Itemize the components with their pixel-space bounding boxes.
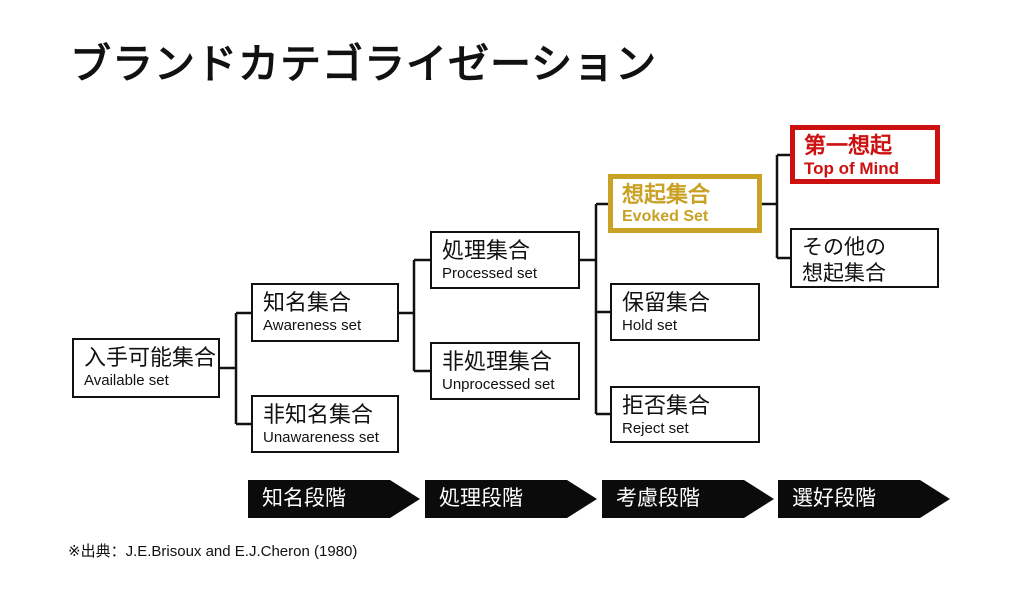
- node-label-en: Available set: [84, 372, 169, 390]
- stage-arrow-awareness: 知名段階: [248, 480, 420, 518]
- node-label-en: Awareness set: [263, 317, 362, 335]
- connector-evoked-children: [762, 153, 790, 260]
- node-label-en: Processed set: [442, 265, 538, 283]
- node-label-en: Reject set: [622, 420, 689, 438]
- node-top-of-mind: 第一想起 Top of Mind: [790, 125, 940, 184]
- node-unawareness-set: 非知名集合 Unawareness set: [251, 395, 399, 453]
- stage-arrow-consideration: 考慮段階: [602, 480, 774, 518]
- connector-awareness-children: [399, 258, 430, 373]
- connector-available-children: [220, 311, 251, 426]
- node-label-jp: 入手可能集合: [84, 345, 217, 370]
- node-evoked-set: 想起集合 Evoked Set: [608, 174, 762, 233]
- source-citation: ※出典：J.E.Brisoux and E.J.Cheron (1980): [68, 543, 358, 560]
- node-label-en: Unprocessed set: [442, 376, 555, 394]
- node-unprocessed-set: 非処理集合 Unprocessed set: [430, 342, 580, 400]
- page-title: ブランドカテゴライゼーション: [70, 41, 658, 87]
- node-label-jp: 第一想起: [804, 133, 893, 158]
- node-processed-set: 処理集合 Processed set: [430, 231, 580, 289]
- node-label-jp: 非処理集合: [442, 349, 553, 374]
- node-label-jp: 想起集合: [802, 262, 886, 286]
- node-label-en: Top of Mind: [804, 159, 900, 179]
- node-available-set: 入手可能集合 Available set: [72, 338, 220, 398]
- node-label-jp: その他の: [802, 236, 886, 259]
- node-label-en: Evoked Set: [622, 208, 709, 226]
- node-label-jp: 想起集合: [622, 182, 711, 207]
- node-label-jp: 保留集合: [622, 290, 711, 315]
- node-other-evoked-set: その他の 想起集合: [790, 228, 939, 288]
- node-hold-set: 保留集合 Hold set: [610, 283, 760, 341]
- node-awareness-set: 知名集合 Awareness set: [251, 283, 399, 342]
- node-label-jp: 処理集合: [442, 238, 531, 263]
- stage-arrow-preference: 選好段階: [778, 480, 950, 518]
- node-label-jp: 非知名集合: [263, 402, 374, 427]
- connector-processed-children: [580, 202, 610, 416]
- node-label-en: Unawareness set: [263, 429, 379, 447]
- node-label-jp: 知名集合: [263, 290, 352, 315]
- node-label-en: Hold set: [622, 317, 678, 335]
- node-reject-set: 拒否集合 Reject set: [610, 386, 760, 443]
- node-label-jp: 拒否集合: [622, 393, 711, 418]
- stage-arrow-processing: 処理段階: [425, 480, 597, 518]
